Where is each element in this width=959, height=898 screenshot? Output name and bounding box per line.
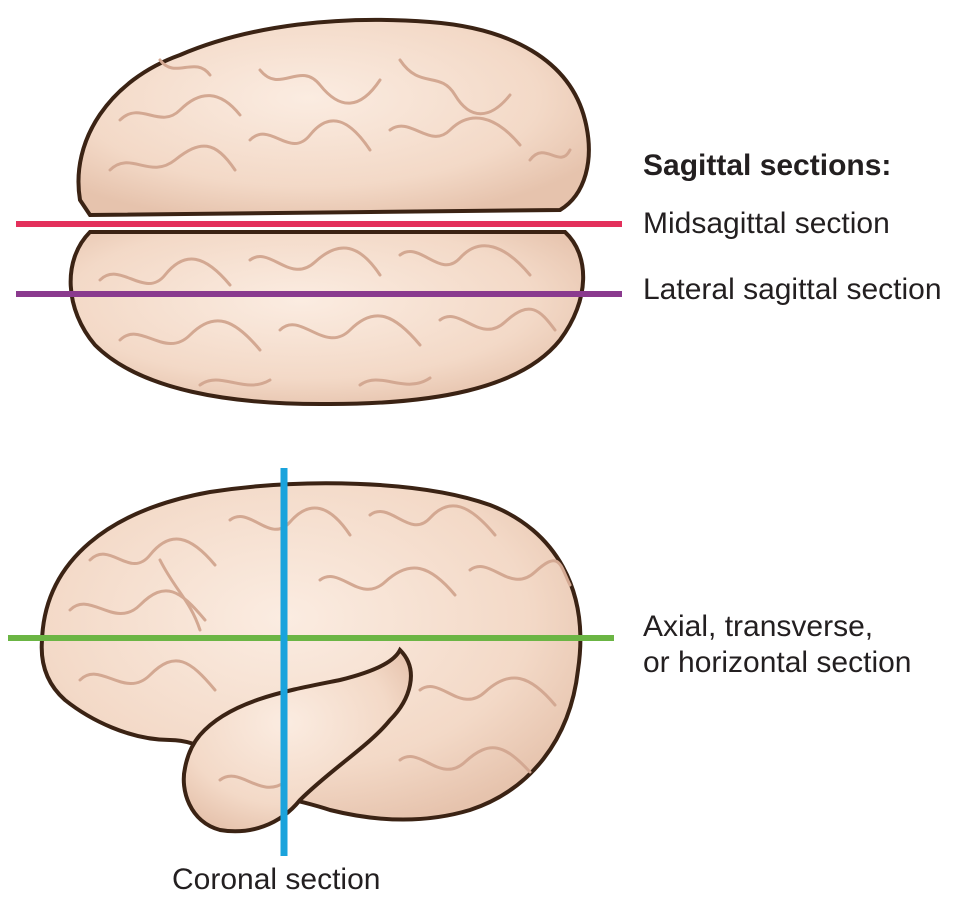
right-hemisphere: [68, 230, 586, 407]
cerebrum: [39, 481, 583, 822]
coronal-label: Coronal section: [172, 863, 381, 896]
temporal-lobe: [181, 646, 413, 834]
lateral-view-brain: [39, 481, 583, 834]
sagittal-sections-heading: Sagittal sections:: [643, 149, 892, 182]
lateral-gyri: [68, 504, 572, 789]
midsagittal-label: Midsagittal section: [643, 207, 890, 240]
superior-view-brain: [68, 17, 591, 407]
left-hemisphere: [76, 17, 591, 218]
lateral-sagittal-label: Lateral sagittal section: [643, 273, 942, 306]
superior-gyri: [98, 58, 572, 387]
axial-label-line2: or horizontal section: [643, 646, 912, 679]
axial-label-line1: Axial, transverse,: [643, 610, 874, 643]
